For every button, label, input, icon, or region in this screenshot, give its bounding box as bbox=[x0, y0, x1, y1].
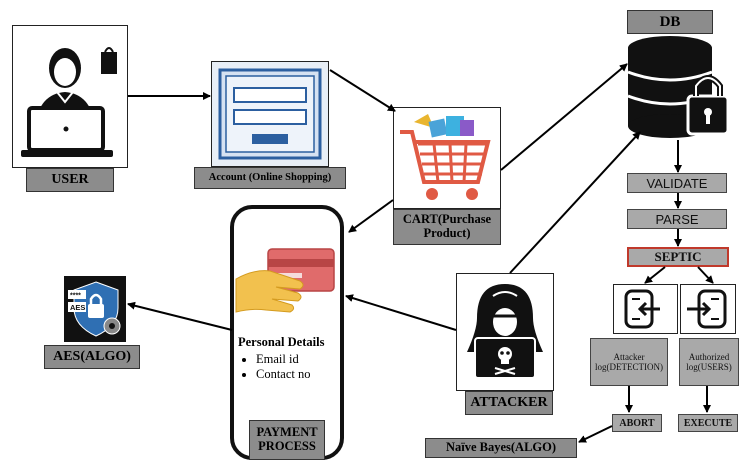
login-form-icon bbox=[218, 68, 322, 160]
credit-card-hand-icon bbox=[235, 248, 335, 313]
authorized-log-box: Authorized log(USERS) bbox=[679, 338, 739, 386]
arrow-payment-aes bbox=[127, 301, 233, 331]
attacker-log-box: Attacker log(DETECTION) bbox=[590, 338, 668, 386]
personal-details-item: Email id bbox=[256, 352, 336, 367]
personal-details-list: Email idContact no bbox=[238, 352, 336, 382]
arrow-account-cart bbox=[329, 69, 396, 112]
arrow-cart-db bbox=[500, 63, 628, 171]
database-lock-icon bbox=[627, 36, 730, 138]
hacker-icon bbox=[467, 284, 543, 379]
parse-box: PARSE bbox=[627, 209, 727, 229]
attacker-log-icon-frame bbox=[613, 284, 678, 334]
attacker-label: ATTACKER bbox=[465, 391, 553, 415]
payment-phone: Personal Details Email idContact no bbox=[230, 205, 344, 460]
arrow-cart-payment bbox=[348, 199, 394, 233]
naive-bayes-label: Naïve Bayes(ALGO) bbox=[425, 438, 577, 458]
attacker-frame bbox=[456, 273, 554, 391]
account-frame bbox=[211, 61, 329, 167]
arrow-abort-naive-bayes bbox=[578, 425, 613, 443]
arrow-septic-attacker-log bbox=[644, 266, 666, 284]
aes-label: AES(ALGO) bbox=[44, 345, 140, 369]
personal-details-title: Personal Details bbox=[238, 335, 325, 349]
septic-box: SEPTIC bbox=[627, 247, 729, 267]
execute-box: EXECUTE bbox=[678, 414, 738, 432]
log-out-icon bbox=[687, 289, 727, 329]
svg-text:AES: AES bbox=[70, 303, 85, 312]
authorized-log-icon-frame bbox=[680, 284, 736, 334]
arrow-attacker-db bbox=[509, 131, 641, 274]
arrow-septic-authorized-log bbox=[697, 266, 714, 284]
abort-box: ABORT bbox=[612, 414, 662, 432]
log-in-icon bbox=[624, 289, 660, 329]
aes-shield-lock-icon: **** AES bbox=[68, 281, 121, 337]
aes-icon-frame: **** AES bbox=[64, 276, 126, 342]
personal-details-item: Contact no bbox=[256, 367, 336, 382]
woman-laptop-icon bbox=[21, 47, 117, 157]
db-label: DB bbox=[627, 10, 713, 34]
cart-label: CART(Purchase Product) bbox=[393, 209, 501, 245]
shopping-cart-icon bbox=[400, 114, 491, 200]
arrow-attacker-payment bbox=[345, 294, 457, 331]
account-label: Account (Online Shopping) bbox=[194, 167, 346, 189]
svg-text:****: **** bbox=[70, 293, 81, 300]
user-frame bbox=[12, 25, 128, 168]
user-label: USER bbox=[26, 168, 114, 192]
cart-frame bbox=[393, 107, 501, 209]
payment-label: PAYMENT PROCESS bbox=[249, 420, 325, 460]
personal-details-panel: Personal Details Email idContact no bbox=[238, 335, 336, 382]
validate-box: VALIDATE bbox=[627, 173, 727, 193]
